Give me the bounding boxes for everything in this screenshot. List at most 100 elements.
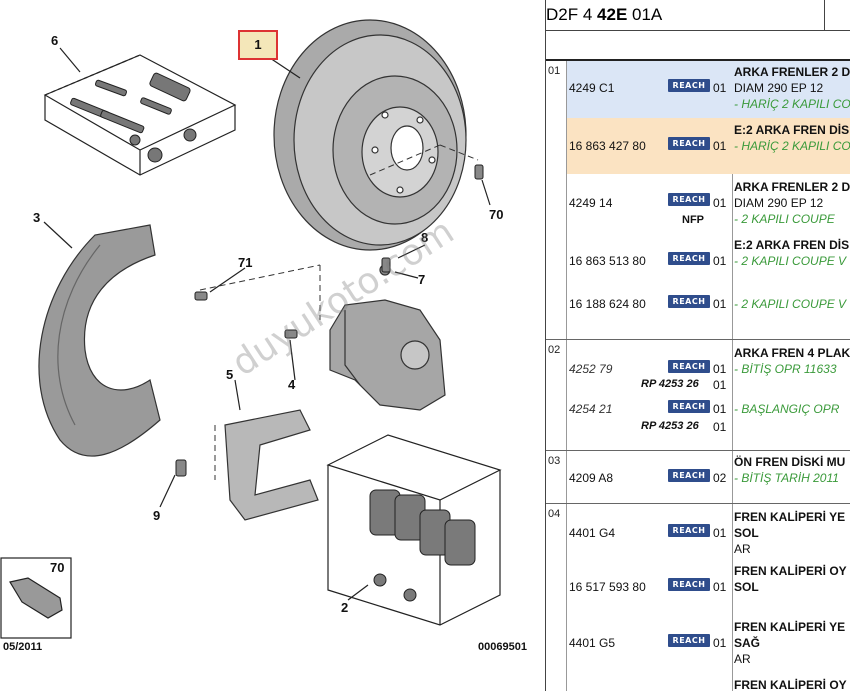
parts-diagram: 1 2 3 4 5 6 7 8 9 70 71 70 05/2011 00069… — [0, 19, 527, 653]
description-side: SOL — [734, 526, 759, 540]
part-number[interactable]: 16 517 593 80 — [569, 580, 646, 594]
brake-disc — [273, 19, 467, 251]
part-row[interactable]: 16 863 513 80 REACH 01 E:2 ARKA FREN DİS… — [546, 234, 850, 284]
reach-badge: REACH — [668, 360, 710, 373]
quantity: 01 — [713, 254, 727, 268]
title-bold: 42E — [597, 5, 628, 24]
hardware-kit-parts — [70, 72, 197, 163]
inset-callout-70[interactable]: 70 — [50, 560, 65, 575]
quantity: 01 — [713, 580, 727, 594]
part-number[interactable]: 4209 A8 — [569, 471, 614, 485]
group-01: 01 4249 C1 REACH 01 ARKA FRENLER 2 D DIA… — [546, 61, 850, 340]
group-number: 01 — [548, 65, 561, 77]
part-row[interactable]: 4401 G4 REACH 01 FREN KALİPERİ YE SOL AR — [546, 504, 850, 560]
callout-4[interactable]: 4 — [288, 377, 296, 392]
applicability-note: - HARİÇ 2 KAPILI CO — [734, 139, 850, 153]
applicability-note: - 2 KAPILI COUPE — [734, 212, 835, 226]
callout-7[interactable]: 7 — [418, 272, 426, 287]
description-detail: AR — [734, 542, 751, 556]
group-04: 04 4401 G4 REACH 01 FREN KALİPERİ YE SOL… — [546, 504, 850, 691]
description-detail: AR — [734, 652, 751, 666]
description: E:2 ARKA FREN DİS — [734, 238, 850, 252]
replacement-quantity: 01 — [713, 378, 727, 392]
description: ARKA FRENLER 2 D — [734, 65, 850, 79]
part-row[interactable]: 16 863 427 80 REACH 01 E:2 ARKA FREN DİS… — [546, 118, 850, 174]
quantity: 01 — [713, 196, 727, 210]
part-row[interactable]: 4249 14 REACH 01 NFP ARKA FRENLER 2 D DI… — [546, 174, 850, 234]
description-side: SOL — [734, 580, 759, 594]
quantity: 01 — [713, 297, 727, 311]
hardware-kit-box — [43, 54, 237, 176]
reach-badge: REACH — [668, 252, 710, 265]
part-row[interactable]: 4254 21 REACH 01 RP 4253 26 01 - BAŞLANG… — [546, 392, 850, 450]
reach-badge: REACH — [668, 400, 710, 413]
part-row[interactable]: 4209 A8 REACH 02 ÖN FREN DİSKİ MU - BİTİ… — [546, 451, 850, 503]
applicability-note: - HARİÇ 2 KAPILI CO — [734, 97, 850, 111]
figure-code: 00069501 — [478, 641, 527, 653]
description: FREN KALİPERİ OY — [734, 678, 847, 691]
callout-3[interactable]: 3 — [33, 210, 41, 225]
reach-badge: REACH — [668, 524, 710, 537]
part-number[interactable]: 16 863 427 80 — [569, 139, 646, 153]
part-row[interactable]: 4249 C1 REACH 01 ARKA FRENLER 2 D DIAM 2… — [546, 61, 850, 118]
date-stamp: 05/2011 — [3, 641, 43, 653]
description-detail: DIAM 290 EP 12 — [734, 81, 824, 95]
brake-assembly-illustration — [0, 19, 502, 639]
description: ARKA FRENLER 2 D — [734, 180, 850, 194]
part-row[interactable]: FREN KALİPERİ OY — [546, 676, 850, 691]
callout-70[interactable]: 70 — [489, 207, 504, 222]
quantity: 01 — [713, 526, 727, 540]
part-number[interactable]: 4254 21 — [569, 402, 613, 416]
part-number[interactable]: 16 188 624 80 — [569, 297, 646, 311]
callout-5[interactable]: 5 — [226, 367, 234, 382]
quantity: 01 — [713, 139, 727, 153]
reach-badge: REACH — [668, 193, 710, 206]
group-number: 03 — [548, 455, 561, 467]
screw-inset — [0, 557, 72, 639]
callout-2[interactable]: 2 — [341, 600, 349, 615]
callout-71[interactable]: 71 — [238, 255, 253, 270]
description: FREN KALİPERİ YE — [734, 510, 846, 524]
callout-6[interactable]: 6 — [51, 33, 59, 48]
header-spacer — [546, 31, 850, 61]
applicability-note: - 2 KAPILI COUPE V — [734, 254, 847, 268]
part-row[interactable]: 16 188 624 80 REACH 01 - 2 KAPILI COUPE … — [546, 284, 850, 339]
quantity: 02 — [713, 471, 727, 485]
callout-1[interactable]: 1 — [238, 30, 278, 60]
callout-9[interactable]: 9 — [153, 508, 161, 523]
replacement-quantity: 01 — [713, 420, 727, 434]
dust-shield — [38, 224, 161, 457]
group-number: 02 — [548, 344, 561, 356]
reach-badge: REACH — [668, 137, 710, 150]
reach-badge: REACH — [668, 634, 710, 647]
part-number[interactable]: 4249 14 — [569, 196, 613, 210]
reach-badge: REACH — [668, 295, 710, 308]
description: ARKA FREN 4 PLAK — [734, 346, 850, 360]
title-divider — [824, 0, 825, 30]
part-row[interactable]: 4252 79 REACH 01 RP 4253 26 01 ARKA FREN… — [546, 340, 850, 392]
part-number[interactable]: 4401 G4 — [569, 526, 616, 540]
bolts — [175, 164, 484, 477]
part-row[interactable]: 16 517 593 80 REACH 01 FREN KALİPERİ OY … — [546, 560, 850, 616]
quantity: 01 — [713, 81, 727, 95]
brake-caliper — [329, 264, 446, 411]
description: ÖN FREN DİSKİ MU — [734, 455, 846, 469]
parts-list-panel: D2F 4 42E 01A 01 4249 C1 REACH 01 ARKA F… — [545, 0, 850, 691]
reach-badge: REACH — [668, 469, 710, 482]
part-number[interactable]: 4252 79 — [569, 362, 613, 376]
callout-8[interactable]: 8 — [421, 230, 429, 245]
caliper-carrier — [224, 409, 319, 521]
part-number[interactable]: 4249 C1 — [569, 81, 615, 95]
nfp-label: NFP — [682, 214, 704, 226]
replacement-part: RP 4253 26 — [641, 420, 699, 432]
part-row[interactable]: 4401 G5 REACH 01 FREN KALİPERİ YE SAĞ AR — [546, 616, 850, 676]
applicability-note: - 2 KAPILI COUPE V — [734, 297, 847, 311]
description-side: SAĞ — [734, 636, 761, 650]
part-number[interactable]: 4401 G5 — [569, 636, 616, 650]
applicability-note: - BİTİŞ OPR 11633 — [734, 362, 837, 376]
description-detail: DIAM 290 EP 12 — [734, 196, 824, 210]
part-code-title: D2F 4 42E 01A — [546, 0, 850, 31]
applicability-note: - BAŞLANGIÇ OPR — [734, 402, 840, 416]
description: FREN KALİPERİ OY — [734, 564, 847, 578]
part-number[interactable]: 16 863 513 80 — [569, 254, 646, 268]
